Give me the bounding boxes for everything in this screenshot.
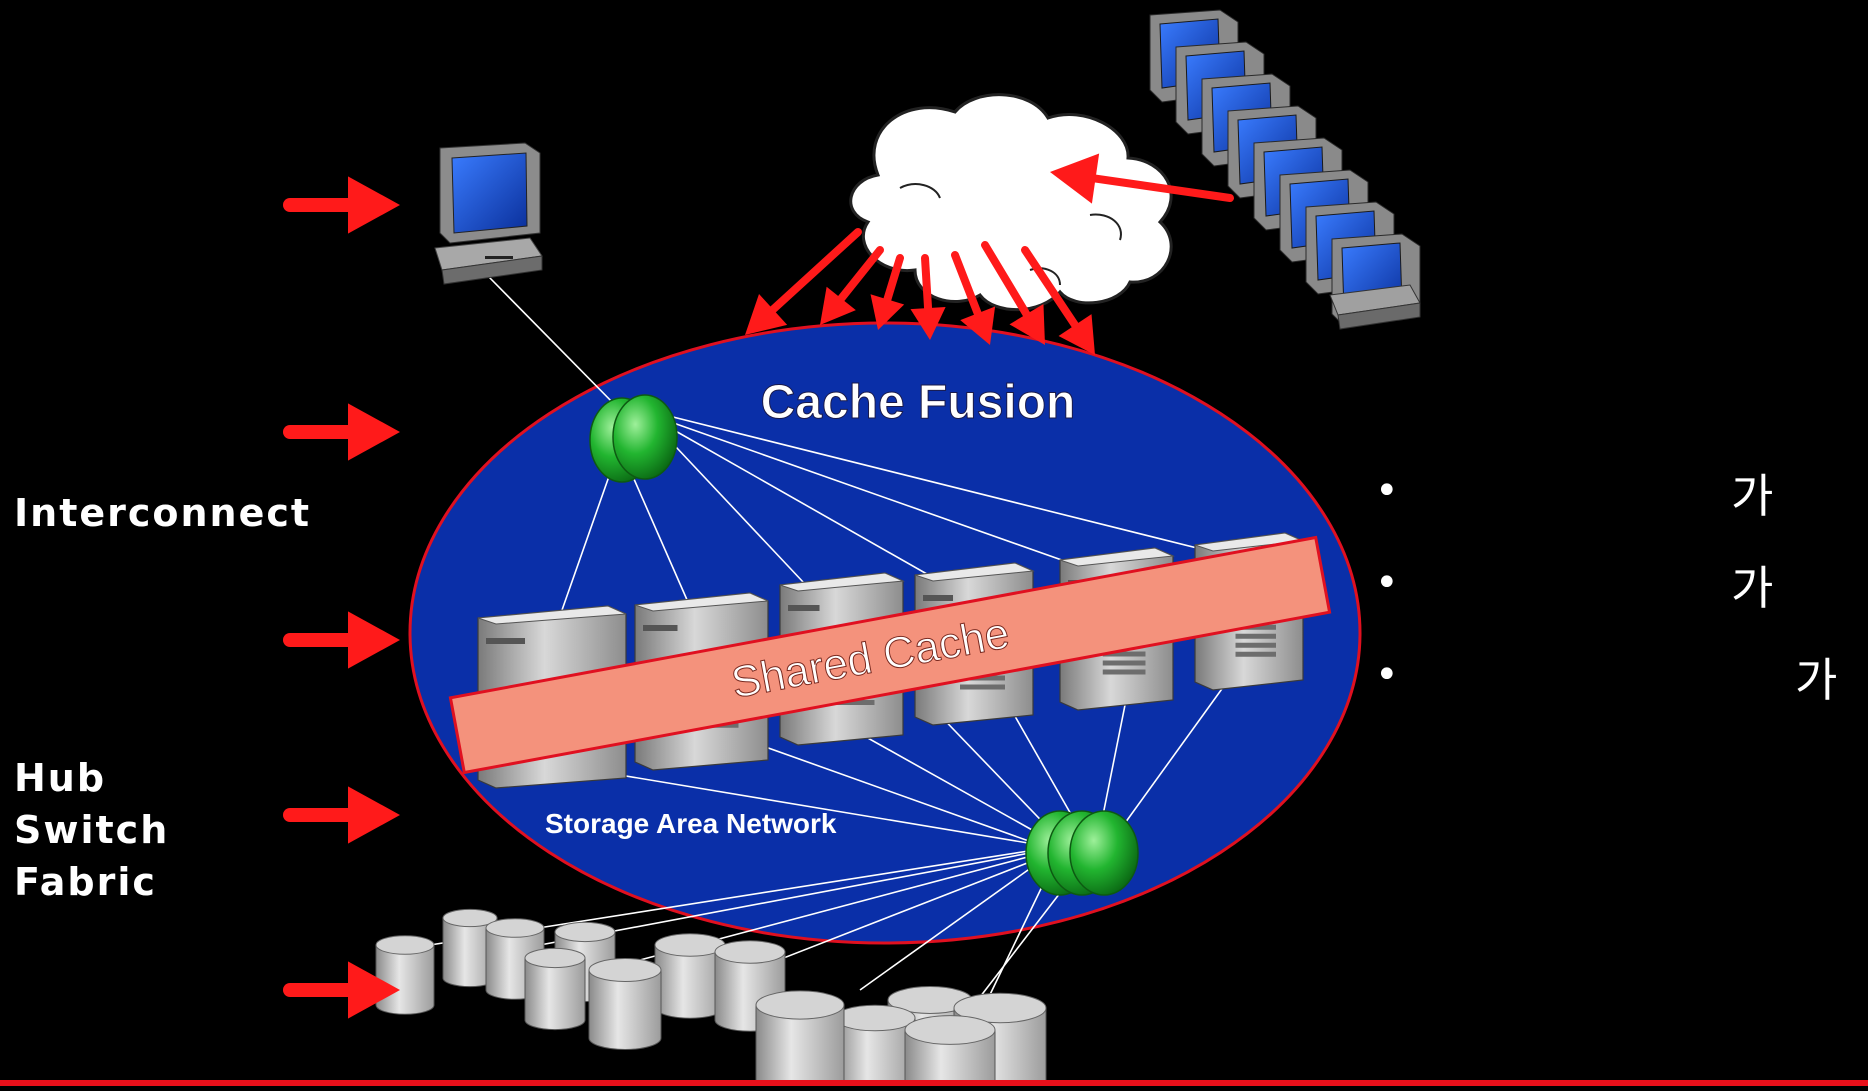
disk-icon: [755, 990, 845, 1091]
disk-icon: [375, 935, 435, 1015]
arrow-icon: [870, 254, 905, 330]
arrow-icon: [283, 611, 400, 669]
arrow-icon: [283, 961, 400, 1019]
monitor-base-icon: [1329, 284, 1421, 330]
disk-icon: [588, 957, 662, 1050]
fabric-label-hub: Hub: [14, 756, 107, 800]
top-switch: [589, 394, 678, 483]
disk-icon: [834, 1004, 916, 1091]
bullet-item: • 가: [1375, 644, 1838, 736]
disk-icon: [442, 908, 498, 988]
arrow-icon: [745, 228, 862, 335]
bullet-text: 가: [1731, 561, 1774, 615]
bullet-text: 가: [1731, 469, 1774, 523]
arrow-icon: [283, 786, 400, 844]
bullet-item: • 가: [1375, 552, 1835, 644]
red-arrows: [283, 153, 1234, 1019]
fabric-label-switch: Switch: [14, 808, 170, 852]
arrow-icon: [910, 254, 946, 340]
bullet-dot: •: [1375, 560, 1399, 606]
interconnect-label: Interconnect: [14, 491, 312, 535]
fabric-label-fabric: Fabric: [14, 860, 157, 904]
arrow-icon: [1050, 153, 1234, 204]
bottom-switch: [1025, 810, 1139, 896]
disk-icon: [904, 1015, 996, 1091]
arrow-icon: [283, 403, 400, 461]
arrow-icon: [951, 251, 996, 345]
disk-icon: [524, 947, 586, 1031]
disk-icon: [654, 933, 726, 1019]
arrow-icon: [283, 176, 400, 234]
bullet-list: • 가 • 가 • 가: [1375, 460, 1838, 736]
bullet-text: 가: [1795, 653, 1838, 707]
network-links: [429, 275, 1251, 1011]
network-cloud: [849, 93, 1173, 312]
workstation-icon: [434, 142, 543, 285]
bullet-dot: •: [1375, 652, 1399, 698]
client-workstations: [1149, 9, 1421, 330]
arrow-icon: [820, 246, 884, 325]
bottom-rule: [0, 1080, 1868, 1086]
bullet-dot: •: [1375, 468, 1399, 514]
arrow-icon: [981, 241, 1045, 345]
diagram-title: Cache Fusion: [761, 376, 1076, 429]
arrow-icon: [1021, 246, 1095, 355]
fabric-label: Hub Switch Fabric: [14, 752, 169, 908]
storage-disks: [375, 908, 1047, 1091]
bullet-item: • 가: [1375, 460, 1835, 552]
san-label: Storage Area Network: [545, 808, 837, 839]
